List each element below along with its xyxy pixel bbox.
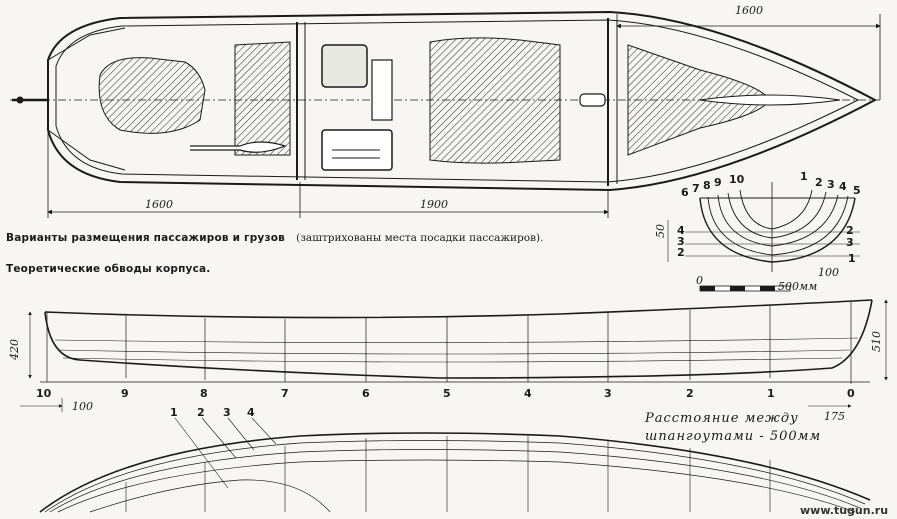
- section-station-6: 6: [681, 186, 689, 199]
- profile-view: [20, 299, 888, 412]
- caption-1-paren: (заштрихованы места посадки пассажиров).: [296, 232, 543, 244]
- wl-left-2: 2: [677, 246, 685, 259]
- hb-wl-1: 1: [170, 406, 178, 419]
- profile-station-7: 7: [281, 387, 289, 400]
- profile-dim-420: 420: [8, 339, 21, 361]
- outboard-motor: [321, 44, 368, 88]
- watermark: www.tugun.ru: [800, 504, 888, 517]
- sheer-line: [44, 299, 873, 319]
- section-station-labels-left: 6 7 8 9 10: [681, 173, 745, 199]
- profile-station-0: 0: [847, 387, 855, 400]
- section-station-4: 4: [839, 180, 847, 193]
- section-waterline-labels: 4 3 2 3 2 1: [677, 224, 856, 265]
- scale-length-label: 500мм: [778, 280, 817, 293]
- section-dim-100: 100: [818, 266, 839, 279]
- half-breadth-plan: [39, 417, 871, 513]
- section-station-3: 3: [827, 178, 835, 191]
- half-breadth-labels: 1 2 3 4: [170, 406, 255, 419]
- section-station-9: 9: [714, 176, 722, 189]
- section-station-10: 10: [729, 173, 745, 186]
- hb-wl-3: 3: [223, 406, 231, 419]
- profile-dim-100: 100: [72, 400, 93, 413]
- profile-station-1: 1: [767, 387, 775, 400]
- profile-dim-175: 175: [824, 410, 845, 423]
- profile-station-6: 6: [362, 387, 370, 400]
- caption-2: Теоретические обводы корпуса.: [6, 263, 210, 275]
- keel-line: [44, 299, 873, 379]
- wl-right-2: 2: [846, 224, 854, 237]
- oar-2: [699, 94, 841, 106]
- station-spacing-line-2: шпангоутами - 500мм: [645, 429, 821, 444]
- station-spacing-line-1: Расстояние между: [644, 411, 799, 426]
- dim-top-right-label: 1600: [735, 4, 763, 17]
- profile-station-5: 5: [443, 387, 451, 400]
- section-view: [667, 182, 860, 292]
- wl-left-4: 4: [677, 224, 685, 237]
- half-breadth-deck: [39, 432, 871, 513]
- section-station-7: 7: [692, 182, 700, 195]
- hb-wl-4: 4: [247, 406, 255, 419]
- hb-wl-2: 2: [197, 406, 205, 419]
- profile-station-8: 8: [200, 387, 208, 400]
- caption-1-bold: Варианты размещения пассажиров и грузов: [6, 232, 285, 244]
- section-station-8: 8: [703, 179, 711, 192]
- passenger-seat-1: [98, 57, 206, 134]
- profile-station-4: 4: [524, 387, 532, 400]
- section-station-labels-right: 1 2 3 4 5: [800, 170, 861, 197]
- oar: [190, 141, 287, 153]
- section-station-1: 1: [800, 170, 808, 183]
- wl-left-3: 3: [677, 235, 685, 248]
- profile-station-3: 3: [604, 387, 612, 400]
- section-station-5: 5: [853, 184, 861, 197]
- profile-station-labels: 10 9 8 7 6 5 4 3 2 1 0: [36, 387, 855, 400]
- top-plan-view: [10, 10, 881, 218]
- wl-right-3: 3: [846, 236, 854, 249]
- profile-station-9: 9: [121, 387, 129, 400]
- passenger-seat-2: [234, 41, 291, 156]
- section-dim-50: 50: [654, 224, 667, 238]
- profile-station-2: 2: [686, 387, 694, 400]
- passenger-seat-3: [429, 37, 561, 164]
- hull-inner-outline: [55, 19, 860, 183]
- scale-zero-label: 0: [696, 274, 703, 287]
- caption-1: Варианты размещения пассажиров и грузов …: [6, 226, 543, 245]
- section-station-2: 2: [815, 176, 823, 189]
- profile-dim-510: 510: [870, 331, 883, 352]
- profile-station-10: 10: [36, 387, 52, 400]
- wl-right-1: 1: [848, 252, 856, 265]
- dim-bottom-middle-label: 1900: [420, 198, 448, 211]
- dim-bottom-left-label: 1600: [145, 198, 173, 211]
